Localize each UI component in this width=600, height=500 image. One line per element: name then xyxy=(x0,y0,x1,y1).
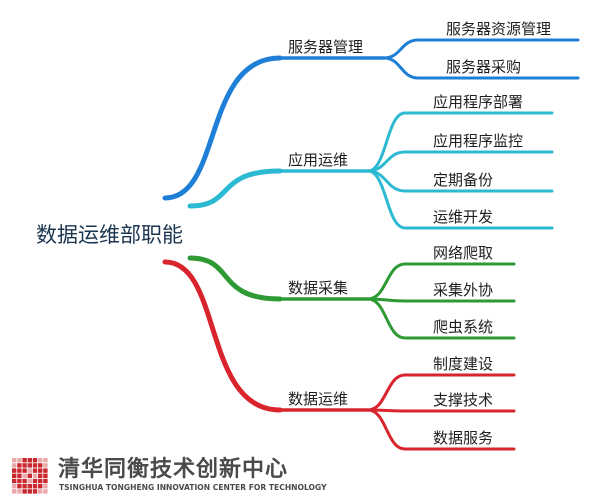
leaf-connector xyxy=(382,38,580,60)
leaf-label: 服务器资源管理 xyxy=(446,20,551,38)
branch-label: 服务器管理 xyxy=(288,38,363,56)
logo-pixel xyxy=(17,463,22,468)
logo-pixel xyxy=(38,463,43,468)
logo-pixel xyxy=(32,473,38,478)
leaf-label: 运维开发 xyxy=(433,208,493,226)
logo-pixel xyxy=(27,463,32,468)
logo-pixel xyxy=(12,463,17,468)
logo-pixel xyxy=(12,478,17,484)
branch-connector xyxy=(187,255,283,302)
logo-pixel xyxy=(22,458,27,463)
logo-pixel xyxy=(22,478,27,484)
leaf-label: 定期备份 xyxy=(433,171,493,189)
logo-pixel xyxy=(38,473,43,478)
logo-pixel xyxy=(22,468,27,473)
logo-pixel xyxy=(27,458,32,463)
leaf-connector xyxy=(382,56,580,80)
leaf-connector xyxy=(366,408,516,451)
logo-pixel xyxy=(43,468,48,473)
logo-pixel xyxy=(12,458,17,463)
logo-pixel xyxy=(27,473,32,478)
logo-pixel xyxy=(17,489,22,494)
logo-pixel xyxy=(12,489,17,494)
logo-pixel xyxy=(17,468,22,473)
logo-pixel xyxy=(32,478,38,484)
branch-connector xyxy=(162,259,283,413)
branch-connector xyxy=(187,168,283,209)
logo-title: 清华同衡技术创新中心 xyxy=(58,456,288,482)
logo-pixel xyxy=(43,489,48,494)
logo-pixel xyxy=(12,468,17,473)
logo-pixel xyxy=(22,463,27,468)
logo-pixel xyxy=(17,458,22,463)
leaf-connector xyxy=(366,297,516,303)
leaf-label: 爬虫系统 xyxy=(433,318,493,336)
logo-pixel xyxy=(38,484,43,489)
leaf-label: 数据服务 xyxy=(433,429,493,447)
leaf-label: 支撑技术 xyxy=(433,391,493,409)
logo-pixel xyxy=(38,489,43,494)
logo-pixel xyxy=(27,489,32,494)
leaf-connector xyxy=(366,297,516,340)
organization-logo: 清华同衡技术创新中心 TSINGHUA TONGHENG INNOVATION … xyxy=(12,456,327,494)
leaf-connector xyxy=(366,169,554,230)
logo-pixel xyxy=(32,463,38,468)
logo-pixel xyxy=(27,468,32,473)
logo-subtitle: TSINGHUA TONGHENG INNOVATION CENTER FOR … xyxy=(59,483,327,492)
leaf-label: 应用程序部署 xyxy=(433,93,523,111)
pixel-grid-logo-icon xyxy=(12,458,48,494)
logo-pixel xyxy=(38,468,43,473)
leaf-label: 应用程序监控 xyxy=(433,132,523,150)
logo-pixel xyxy=(17,484,22,489)
logo-pixel xyxy=(32,468,38,473)
logo-pixel xyxy=(43,458,48,463)
branch-connector xyxy=(162,55,283,201)
logo-pixel xyxy=(38,478,43,484)
branch-label: 应用运维 xyxy=(288,151,348,169)
branch-label: 数据运维 xyxy=(288,390,348,408)
mindmap-edges xyxy=(162,38,580,451)
logo-pixel xyxy=(22,473,27,478)
logo-pixel xyxy=(38,458,43,463)
logo-pixel xyxy=(32,484,38,489)
leaf-connector xyxy=(366,111,554,173)
logo-pixel xyxy=(32,489,38,494)
root-node-label: 数据运维部职能 xyxy=(36,223,183,247)
logo-pixel xyxy=(17,473,22,478)
leaf-label: 采集外协 xyxy=(433,281,493,299)
leaf-label: 制度建设 xyxy=(433,355,493,373)
logo-pixel xyxy=(22,484,27,489)
logo-pixel xyxy=(43,473,48,478)
leaf-connector xyxy=(366,150,554,173)
branch-label: 数据采集 xyxy=(288,279,348,297)
logo-pixel xyxy=(17,478,22,484)
logo-pixel xyxy=(22,489,27,494)
logo-pixel xyxy=(12,484,17,489)
logo-pixel xyxy=(43,463,48,468)
logo-pixel xyxy=(12,473,17,478)
logo-pixel xyxy=(27,484,32,489)
logo-pixel xyxy=(43,478,48,484)
logo-pixel xyxy=(27,478,32,484)
leaf-label: 服务器采购 xyxy=(446,58,521,76)
logo-pixel xyxy=(32,458,38,463)
leaf-label: 网络爬取 xyxy=(433,244,493,262)
leaf-connector xyxy=(366,408,516,413)
logo-pixel xyxy=(43,484,48,489)
